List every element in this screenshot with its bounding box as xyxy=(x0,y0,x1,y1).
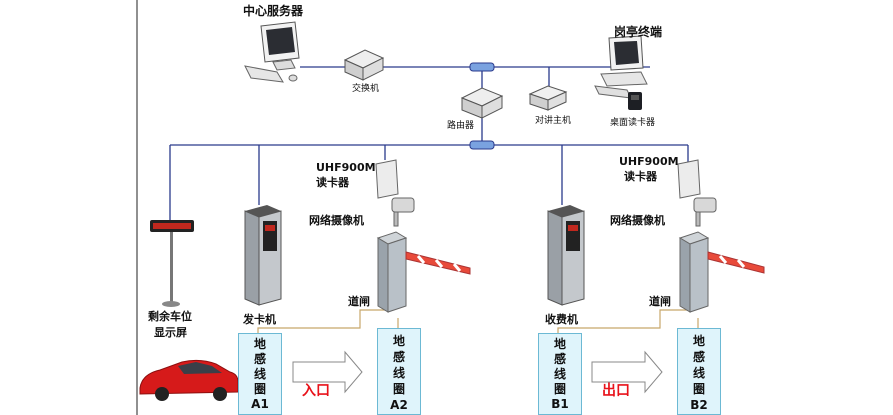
camera-icon xyxy=(693,197,717,227)
loop-char: 线 xyxy=(253,367,266,381)
loop-char: 地 xyxy=(692,334,705,348)
reader-1-line1: UHF900M xyxy=(316,161,376,174)
monitor-icon xyxy=(594,35,648,99)
loop-char: B1 xyxy=(551,397,569,411)
reader-2-line2: 读卡器 xyxy=(624,170,657,183)
loop-char: 感 xyxy=(253,352,266,366)
barrier-gate-icon xyxy=(376,231,471,313)
gate-2-label: 道闸 xyxy=(649,295,671,308)
exit-label: 出口 xyxy=(602,383,630,399)
rfid-reader-icon xyxy=(375,159,399,199)
arrow-icon xyxy=(292,350,663,394)
gate-1-label: 道闸 xyxy=(348,295,370,308)
desktop-reader-label: 桌面读卡器 xyxy=(610,118,656,128)
loop-char: 圈 xyxy=(692,382,705,396)
loop-char: 地 xyxy=(253,337,266,351)
card-reader-icon xyxy=(628,92,642,110)
intercom-label: 对讲主机 xyxy=(535,116,572,126)
camera-1-label: 网络摄像机 xyxy=(309,214,364,227)
intercom-icon xyxy=(528,85,568,111)
loop-char: 地 xyxy=(553,337,566,351)
kiosk-icon xyxy=(244,205,282,306)
display-label-line1: 剩余车位 xyxy=(148,310,192,323)
display-label-line2: 显示屏 xyxy=(154,326,187,339)
loop-char: 地 xyxy=(392,334,405,348)
loop-char: 感 xyxy=(553,352,566,366)
loop-char: A1 xyxy=(251,397,269,411)
switch-label: 交换机 xyxy=(352,84,380,94)
rfid-reader-icon xyxy=(677,159,701,199)
loop-char: 线 xyxy=(692,366,705,380)
reader-1-line2: 读卡器 xyxy=(316,176,349,189)
ground-loop-a1: 地 感 线 圈 A1 xyxy=(238,333,282,415)
led-display-icon xyxy=(150,220,194,307)
reader-2-line1: UHF900M xyxy=(619,155,679,168)
booth-terminal-label: 岗亭终端 xyxy=(614,25,663,39)
loop-char: 圈 xyxy=(253,382,266,396)
loop-char: 感 xyxy=(392,350,405,364)
ground-loop-a2: 地 感 线 圈 A2 xyxy=(377,328,421,415)
camera-2-label: 网络摄像机 xyxy=(610,214,665,227)
loop-char: 圈 xyxy=(392,382,405,396)
loop-char: A2 xyxy=(390,398,408,412)
ground-loop-b1: 地 感 线 圈 B1 xyxy=(538,333,582,415)
barrier-gate-icon xyxy=(678,231,765,313)
toll-machine-label: 收费机 xyxy=(545,313,578,326)
router-icon xyxy=(460,87,504,119)
loop-char: 线 xyxy=(392,366,405,380)
entrance-label: 入口 xyxy=(302,383,330,399)
router-label: 路由器 xyxy=(447,121,475,131)
loop-char: B2 xyxy=(690,398,708,412)
card-dispenser-label: 发卡机 xyxy=(243,313,276,326)
hub-icon xyxy=(469,62,495,150)
loop-char: 线 xyxy=(553,367,566,381)
loop-char: 圈 xyxy=(553,382,566,396)
ground-loop-b2: 地 感 线 圈 B2 xyxy=(677,328,721,415)
switch-icon xyxy=(343,49,385,81)
loop-char: 感 xyxy=(692,350,705,364)
monitor-icon xyxy=(244,21,300,83)
car-icon xyxy=(139,359,239,401)
camera-icon xyxy=(391,197,415,227)
kiosk-icon xyxy=(547,205,585,306)
central-server-label: 中心服务器 xyxy=(243,4,304,18)
